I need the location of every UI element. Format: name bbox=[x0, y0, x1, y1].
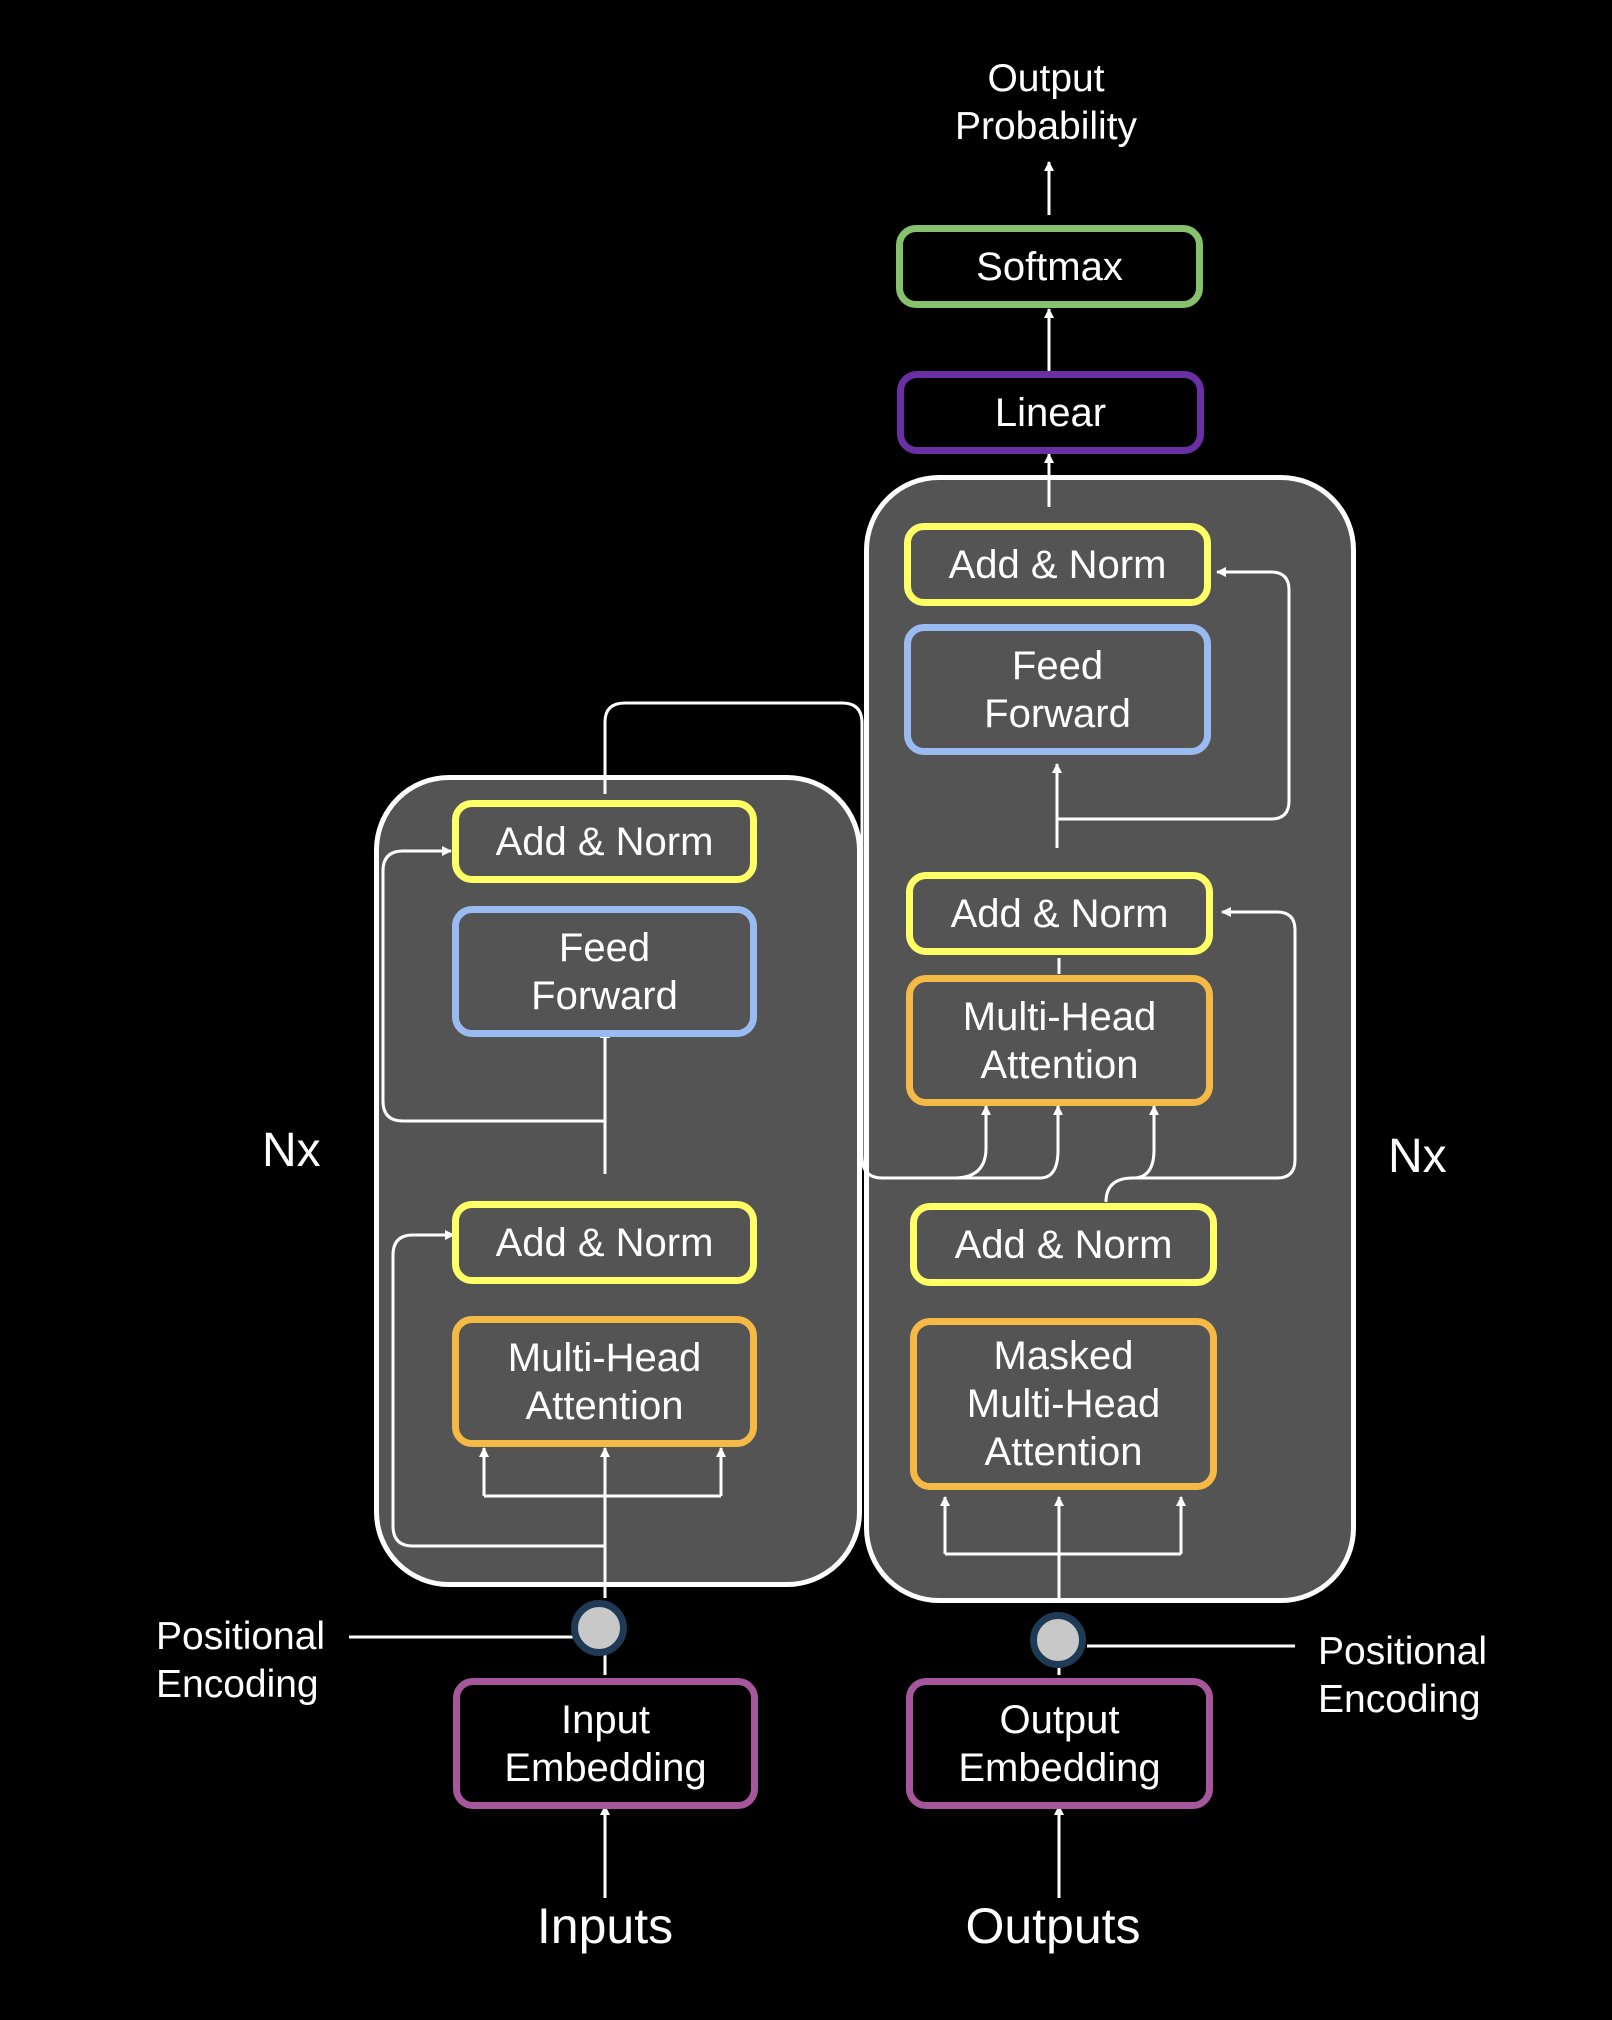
decoder-add-norm-top: Add & Norm bbox=[904, 523, 1211, 606]
decoder-add-norm-middle: Add & Norm bbox=[906, 872, 1213, 955]
input-embedding-label: Input Embedding bbox=[504, 1697, 707, 1790]
input-positional-encoding-label: Positional Encoding bbox=[156, 1615, 326, 1706]
encoder-feed-forward: Feed Forward bbox=[452, 906, 757, 1037]
input-embedding-block: Input Embedding bbox=[453, 1678, 758, 1809]
linear-block: Linear bbox=[897, 371, 1204, 454]
encoder-add-norm-bottom-label: Add & Norm bbox=[495, 1220, 714, 1265]
decoder-masked-multi-head-attention-label: Masked Multi-Head Attention bbox=[966, 1334, 1161, 1474]
inputs-label: Inputs bbox=[536, 1898, 674, 1954]
output-probability-label: Output Probability bbox=[954, 57, 1138, 148]
decoder-nx-label: Nx bbox=[1388, 1130, 1447, 1183]
linear-label: Linear bbox=[994, 390, 1107, 435]
outputs-label: Outputs bbox=[965, 1898, 1141, 1954]
softmax-label: Softmax bbox=[976, 244, 1123, 289]
output-embedding-label: Output Embedding bbox=[958, 1697, 1161, 1790]
softmax-block: Softmax bbox=[896, 225, 1203, 308]
encoder-feed-forward-label: Feed Forward bbox=[531, 925, 678, 1018]
decoder-add-norm-bottom: Add & Norm bbox=[910, 1203, 1217, 1286]
decoder-feed-forward: Feed Forward bbox=[904, 624, 1211, 755]
encoder-add-norm-bottom: Add & Norm bbox=[452, 1201, 757, 1284]
decoder-multi-head-attention: Multi-Head Attention bbox=[906, 975, 1213, 1106]
decoder-add-norm-middle-label: Add & Norm bbox=[950, 891, 1169, 936]
encoder-multi-head-attention-label: Multi-Head Attention bbox=[507, 1335, 702, 1428]
encoder-multi-head-attention: Multi-Head Attention bbox=[452, 1316, 757, 1447]
input-positional-encoding-node bbox=[571, 1600, 627, 1656]
decoder-masked-multi-head-attention: Masked Multi-Head Attention bbox=[910, 1318, 1217, 1490]
encoder-add-norm-top: Add & Norm bbox=[452, 800, 757, 883]
output-positional-encoding-label: Positional Encoding bbox=[1318, 1630, 1488, 1721]
decoder-multi-head-attention-label: Multi-Head Attention bbox=[962, 994, 1157, 1087]
encoder-nx-label: Nx bbox=[262, 1124, 321, 1177]
output-positional-encoding-node bbox=[1030, 1612, 1086, 1668]
encoder-add-norm-top-label: Add & Norm bbox=[495, 819, 714, 864]
output-embedding-block: Output Embedding bbox=[906, 1678, 1213, 1809]
decoder-feed-forward-label: Feed Forward bbox=[984, 643, 1131, 736]
decoder-add-norm-top-label: Add & Norm bbox=[948, 542, 1167, 587]
decoder-add-norm-bottom-label: Add & Norm bbox=[954, 1222, 1173, 1267]
